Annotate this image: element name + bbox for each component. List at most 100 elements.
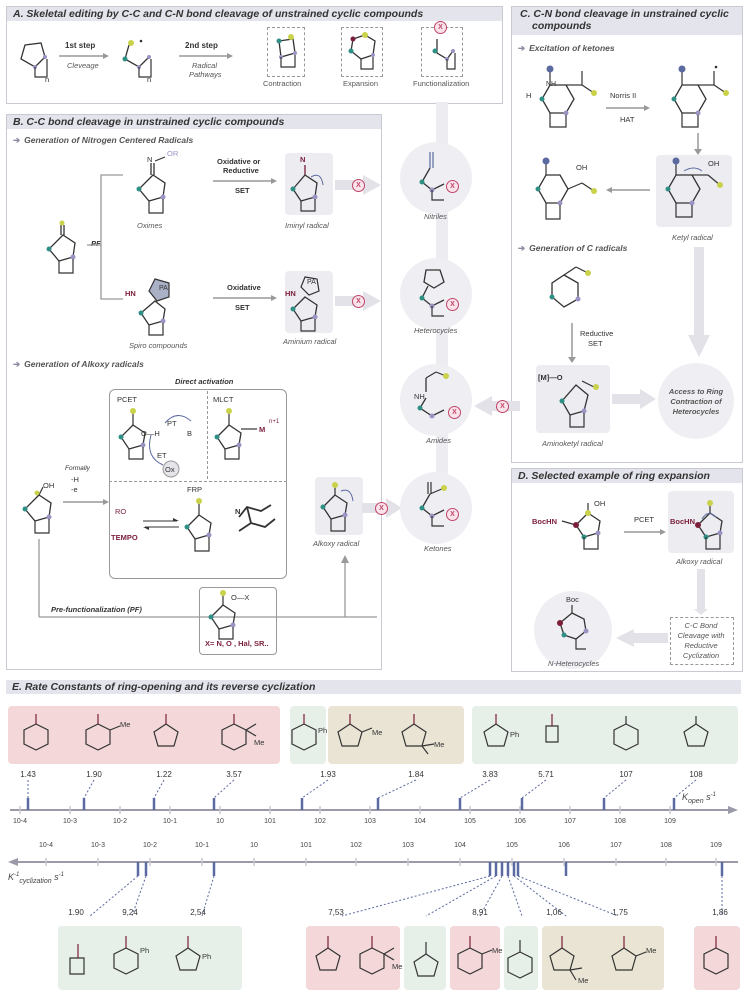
e-top-tick-0: 10-4 (12, 818, 28, 825)
mlct-diagram (214, 408, 257, 460)
pcet-oh: O—H (141, 429, 160, 438)
step2-sub2: Pathways (189, 70, 222, 79)
d-oh: OH (594, 499, 606, 508)
reductive-set: SET (588, 339, 603, 348)
e-bot-tick-2: 10-2 (142, 842, 158, 849)
e-bot-tick-12: 108 (660, 842, 672, 849)
ketyl-oh: OH (708, 159, 720, 168)
e-top-me-3: Me (372, 728, 383, 737)
frp-ro: RO (115, 507, 127, 516)
amides-label: Amides (426, 436, 452, 445)
pcet-et: ET (157, 451, 167, 460)
amides-nh: NH (414, 392, 425, 401)
formally-arrow (63, 499, 109, 505)
ketone-ring (539, 65, 597, 128)
e-top-tick-2: 10-2 (112, 818, 128, 825)
x-mark-ketones: X (446, 508, 459, 521)
heterocycles-label: Heterocycles (414, 326, 458, 335)
d-pcet: PCET (634, 515, 655, 524)
access-line3: Heterocycles (672, 407, 720, 416)
e-top-val-0: 1.43 (20, 770, 36, 779)
panel-a: A. Skeletal editing by C-C and C-N bond … (6, 6, 503, 104)
d-alkoxy-bochn: BocHN (670, 517, 696, 526)
ketyl-back-arrow (606, 187, 650, 193)
step1-arrow (59, 53, 109, 59)
oxred-1: Oxidative or (217, 157, 261, 166)
e-bot-ph-2: Ph (202, 952, 212, 961)
e-kcyc-label: K-1cyclization s-1 (8, 872, 65, 885)
x-mark-ketones-in: X (375, 502, 388, 515)
minus-e: -e (71, 485, 78, 494)
access-line1: Access to Ring (668, 387, 724, 396)
e-bot-tick-11: 107 (610, 842, 622, 849)
ring-cleaved (122, 39, 152, 78)
aminium-pa: PA (307, 279, 316, 286)
amides-circle (400, 364, 472, 436)
aminoketyl-label: Aminoketyl radical (542, 439, 603, 448)
d-alkoxy-ring (695, 500, 723, 550)
ketones-ring (419, 482, 447, 527)
access-line2: Contraction of (670, 397, 722, 406)
x-mark-nitriles: X (446, 180, 459, 193)
d-cc4: Cyclization (682, 651, 720, 660)
x-mark-b2: X (352, 295, 365, 308)
e-top-val-4: 1.93 (320, 770, 336, 779)
pf-box (199, 587, 277, 655)
e-bot-tick-1: 10-3 (90, 842, 106, 849)
iminyl-n: N (300, 155, 306, 164)
panel-d: D. Selected example of ring expansion Bo… (511, 468, 743, 672)
nitriles-circle (400, 142, 472, 214)
e-bot-ph-1: Ph (140, 946, 150, 955)
panel-b-sub2: ➔Generation of Alkoxy radicals (13, 359, 144, 369)
pcet-ox: Ox (165, 465, 175, 474)
d-cc1: C-C Bond (684, 621, 718, 630)
ketyl-label: Ketyl radical (672, 233, 713, 242)
e-top-val-6: 3.83 (482, 770, 498, 779)
d-cc-box (670, 617, 734, 665)
d-alkoxy-label: Alkoxy radical (676, 557, 723, 566)
panel-c-title2: compounds (532, 20, 592, 32)
oxred-2: Reductive (223, 166, 259, 175)
ketones-label: Ketones (424, 544, 452, 553)
enol-ring (535, 157, 597, 220)
hat-label: HAT (620, 115, 635, 124)
e-top-val-1: 1.90 (86, 770, 102, 779)
e-top-axis (10, 779, 738, 814)
oxidative-arrow (213, 295, 277, 301)
formally: Formally (65, 465, 90, 472)
ring-start (20, 42, 48, 78)
amide-ring (549, 266, 591, 308)
biradical-ring (671, 65, 729, 128)
oxidative-set: SET (235, 303, 250, 312)
amides-ring (417, 371, 449, 419)
e-bottom-axis (8, 858, 738, 917)
e-bot-tick-13: 109 (710, 842, 722, 849)
enol-oh: OH (576, 163, 588, 172)
iminyl-box (285, 153, 333, 215)
aminium-ring (290, 276, 320, 332)
e-bot-me-2: Me (492, 946, 503, 955)
x-mark-heterocycles: X (446, 298, 459, 311)
panel-b-title: B. C-C bond cleavage in unstrained cycli… (13, 116, 285, 128)
e-kopen-label: Kopen s-1 (682, 792, 716, 805)
d-start-ring (561, 503, 601, 550)
reductive-label: Reductive (580, 329, 614, 338)
x-mark-amides: X (448, 406, 461, 419)
direct-box (109, 389, 287, 579)
e-bot-val-3: 7,53 (328, 908, 344, 917)
norris-arrow (606, 105, 650, 111)
e-top-tick-3: 10-1 (162, 818, 178, 825)
ketones-circle (400, 472, 472, 544)
e-top-me-4: Me (434, 740, 445, 749)
contraction-box (267, 27, 305, 77)
pcet-pt: PT (167, 419, 177, 428)
e-top-tick-8: 104 (414, 818, 426, 825)
e-top-ph-2: Ph (510, 730, 520, 739)
direct-activation: Direct activation (175, 377, 234, 386)
e-top-val-5: 1.84 (408, 770, 424, 779)
d-bochn: BocHN (532, 517, 558, 526)
e-bot-val-5: 1,06 (546, 908, 562, 917)
e-bot-val-7: 1,86 (712, 908, 728, 917)
oxred-arrow (213, 178, 277, 184)
e-top-tick-1: 10-3 (62, 818, 78, 825)
